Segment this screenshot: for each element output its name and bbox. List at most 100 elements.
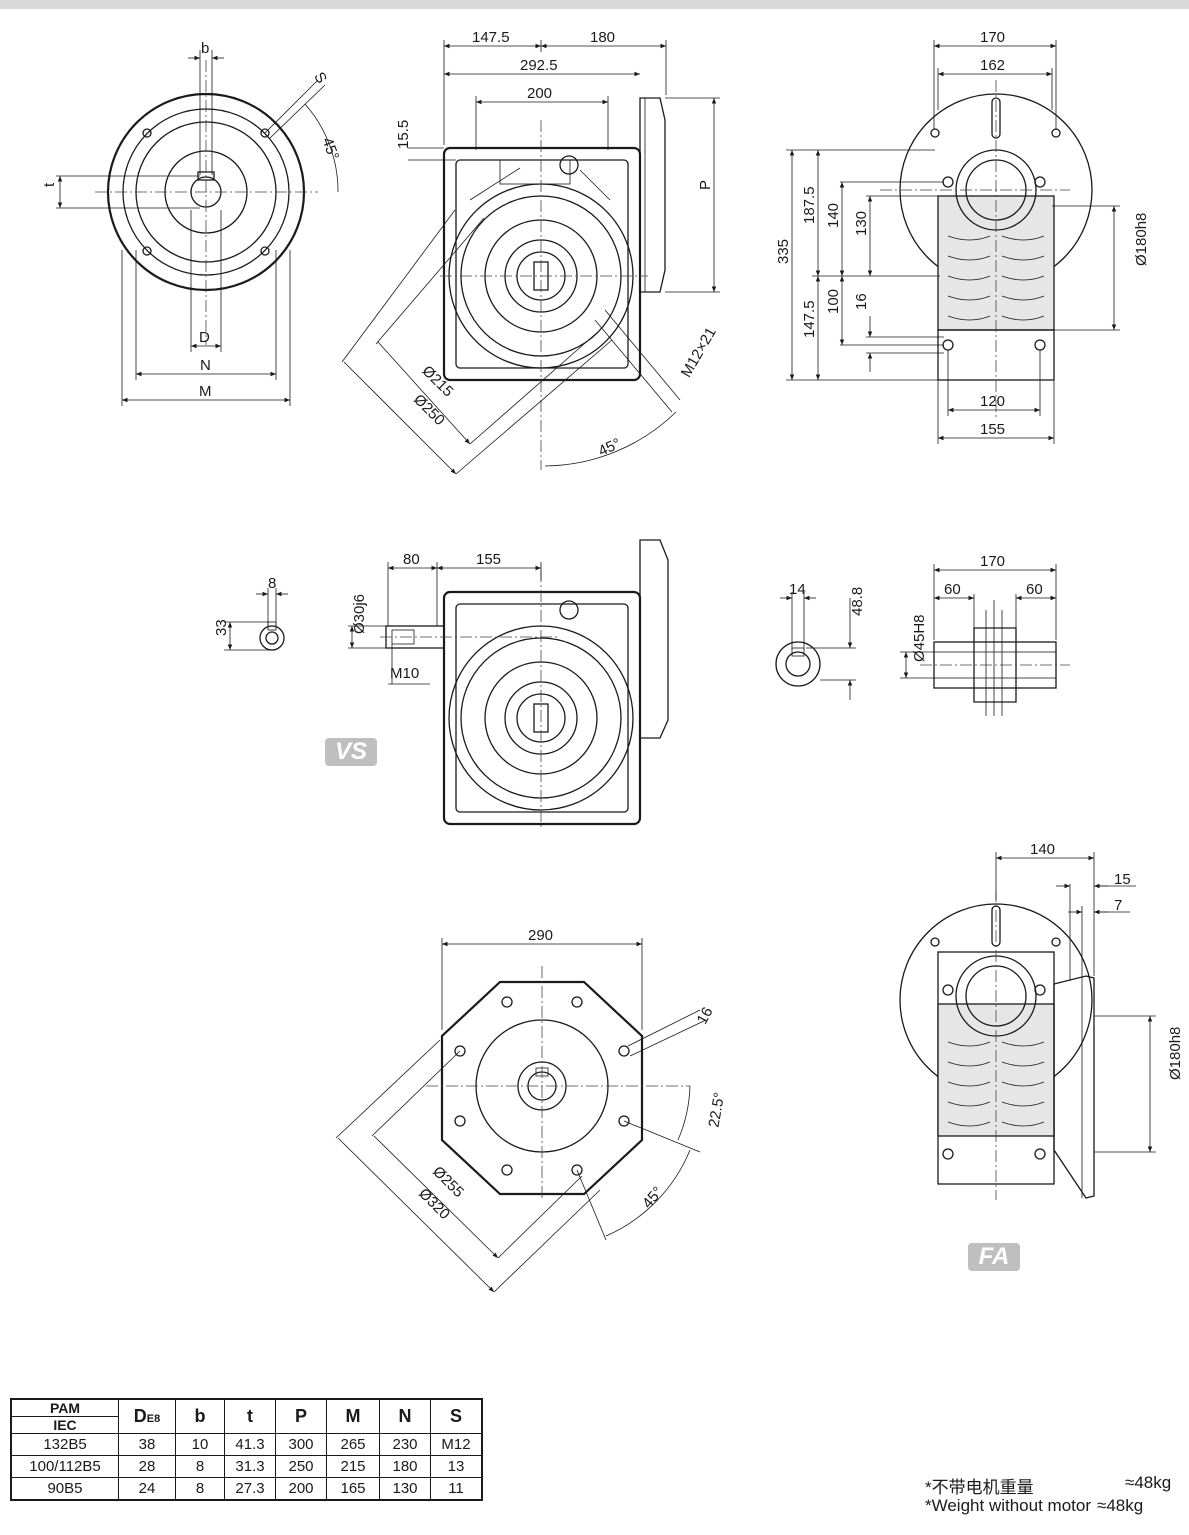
header-b: b (175, 1398, 225, 1434)
dim-flange-t: t (41, 182, 58, 187)
view-key-detail: 8 33 (213, 575, 288, 651)
header-m: M (326, 1398, 380, 1434)
dim-fa-d180: Ø180h8 (1167, 1027, 1184, 1080)
dim-front-147-5: 147.5 (472, 29, 510, 46)
header-pam: PAM (49, 1400, 81, 1416)
weight-en-value: ≈48kg (1097, 1496, 1144, 1515)
pam-table: PAM IEC DE8 b t P M N S 132B5 38 10 41.3… (10, 1398, 483, 1501)
dim-sec-60b: 60 (1026, 581, 1043, 598)
cell-b: 10 (175, 1433, 225, 1456)
dim-fl-22-5: 22.5° (705, 1091, 728, 1129)
dim-side-130: 130 (853, 211, 870, 236)
cell-m: 165 (326, 1477, 380, 1501)
dim-front-180: 180 (590, 29, 615, 46)
view-front: 147.5 180 292.5 200 15.5 P Ø215 Ø250 M12… (341, 29, 720, 475)
header-pam-iec: PAM IEC (10, 1398, 119, 1434)
cell-s: 13 (430, 1455, 483, 1478)
dim-front-m12: M12×21 (678, 325, 720, 381)
view-fa: 140 15 7 Ø180h8 (899, 841, 1184, 1200)
dim-vs-155: 155 (476, 551, 501, 568)
dim-vs-m10: M10 (390, 665, 419, 682)
header-s: S (430, 1398, 483, 1434)
dim-key-8: 8 (268, 575, 276, 592)
badge-fa: FA (968, 1243, 1020, 1271)
view-motor-flange: b S 45° t D N M (41, 40, 342, 406)
cell-pam: 100/112B5 (10, 1455, 119, 1478)
view-side: 170 162 335 187.5 147.5 140 100 130 16 (775, 29, 1150, 444)
cell-p: 250 (275, 1455, 327, 1478)
dim-flange-b: b (201, 40, 209, 57)
dim-sec-170: 170 (980, 553, 1005, 570)
weight-en: *Weight without motor ≈48kg (925, 1496, 1143, 1516)
cell-p: 200 (275, 1477, 327, 1501)
cell-n: 130 (379, 1477, 431, 1501)
dim-side-16: 16 (853, 293, 870, 310)
cell-p: 300 (275, 1433, 327, 1456)
cell-m: 265 (326, 1433, 380, 1456)
dim-side-140: 140 (825, 203, 842, 228)
dim-side-d180: Ø180h8 (1133, 213, 1150, 266)
dim-front-200: 200 (527, 85, 552, 102)
cell-d: 28 (118, 1455, 176, 1478)
dim-fl-16: 16 (694, 1004, 717, 1027)
table-header-row: PAM IEC DE8 b t P M N S (10, 1398, 483, 1434)
dim-flange-n: N (200, 357, 211, 374)
cell-t: 27.3 (224, 1477, 276, 1501)
dim-side-170: 170 (980, 29, 1005, 46)
dim-fa-7: 7 (1114, 897, 1122, 914)
dim-side-120: 120 (980, 393, 1005, 410)
cell-s: M12 (430, 1433, 483, 1456)
header-n: N (379, 1398, 431, 1434)
header-d-label: D (133, 1406, 147, 1426)
dim-flange-m: M (199, 383, 212, 400)
header-t: t (224, 1398, 276, 1434)
cell-pam: 90B5 (10, 1477, 119, 1501)
cell-m: 215 (326, 1455, 380, 1478)
dim-fa-15: 15 (1114, 871, 1131, 888)
dim-side-162: 162 (980, 57, 1005, 74)
weight-en-label: *Weight without motor (925, 1496, 1091, 1515)
header-iec: IEC (12, 1416, 118, 1433)
table-row: 90B5 24 8 27.3 200 165 130 11 (10, 1477, 483, 1501)
view-output-flange: 290 16 22.5° 45° Ø255 Ø320 (335, 927, 728, 1293)
view-bore-detail: 14 48.8 (775, 581, 866, 700)
dim-bore-48-8: 48.8 (849, 587, 866, 616)
view-section: 170 60 60 Ø45H8 (900, 553, 1070, 716)
cell-t: 41.3 (224, 1433, 276, 1456)
dim-flange-45: 45° (318, 135, 342, 162)
table-row: 132B5 38 10 41.3 300 265 230 M12 (10, 1433, 483, 1456)
dim-flange-d: D (199, 329, 210, 346)
dim-sec-60a: 60 (944, 581, 961, 598)
header-d: DE8 (118, 1398, 176, 1434)
dim-fa-140: 140 (1030, 841, 1055, 858)
top-bar (0, 0, 1189, 9)
dim-vs-80: 80 (403, 551, 420, 568)
view-vs: 80 155 Ø30j6 M10 (348, 539, 669, 830)
dim-flange-s: S (310, 69, 330, 86)
dim-front-15-5: 15.5 (395, 120, 412, 149)
header-p: P (275, 1398, 327, 1434)
dim-side-100: 100 (825, 289, 842, 314)
dim-vs-d30: Ø30j6 (351, 594, 368, 634)
cell-d: 24 (118, 1477, 176, 1501)
cell-n: 230 (379, 1433, 431, 1456)
badge-vs: VS (325, 738, 377, 766)
cell-pam: 132B5 (10, 1433, 119, 1456)
dim-side-147-5: 147.5 (801, 300, 818, 338)
dim-fl-45: 45° (639, 1184, 667, 1212)
dim-side-335: 335 (775, 239, 792, 264)
dim-front-p: P (697, 180, 714, 190)
technical-drawing: b S 45° t D N M (41, 29, 1184, 1293)
cell-b: 8 (175, 1455, 225, 1478)
weight-cn-value: ≈48kg (1125, 1473, 1172, 1492)
cell-d: 38 (118, 1433, 176, 1456)
weight-cn-label: *不带电机重量 (925, 1478, 1034, 1497)
dim-fl-290: 290 (528, 927, 553, 944)
cell-s: 11 (430, 1477, 483, 1501)
dim-bore-14: 14 (789, 581, 806, 598)
cell-n: 180 (379, 1455, 431, 1478)
dim-side-187-5: 187.5 (801, 186, 818, 224)
header-d-sub: E8 (146, 1413, 161, 1425)
dim-front-292-5: 292.5 (520, 57, 558, 74)
dim-sec-d45: Ø45H8 (911, 614, 928, 662)
